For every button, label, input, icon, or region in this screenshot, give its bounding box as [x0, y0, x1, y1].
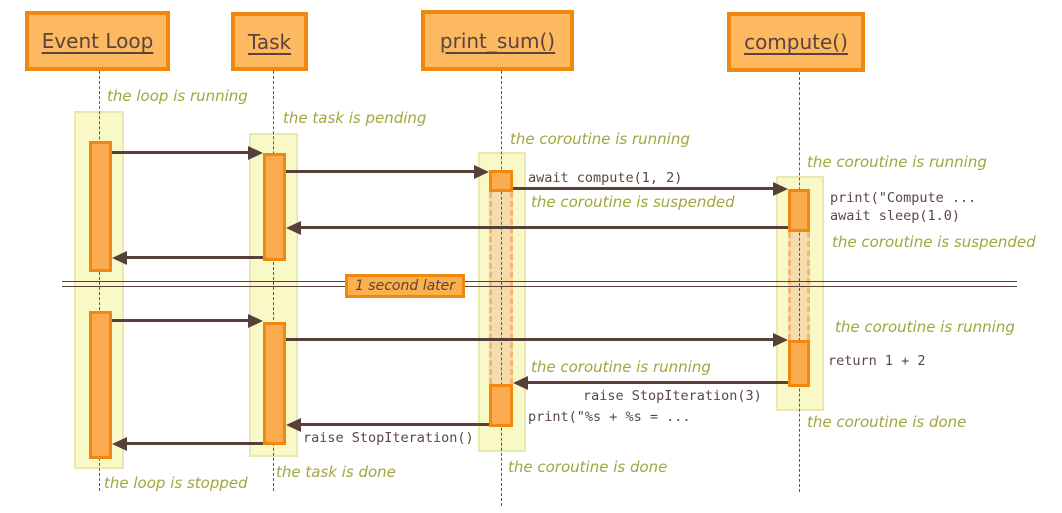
divider-lines — [62, 281, 1017, 287]
arrow-print-sum-to-task-raise — [286, 418, 489, 432]
message-return-sum: return 1 + 2 — [828, 353, 926, 369]
annotation-print-sum-running-1: the coroutine is running — [510, 130, 690, 148]
participant-task-label: Task — [247, 29, 292, 54]
participant-task: Task — [231, 12, 308, 71]
arrowhead-right-icon — [248, 314, 263, 328]
arrow-task-to-print-sum — [286, 165, 489, 179]
participant-print-sum-label: print_sum() — [439, 28, 556, 53]
activation-event-loop-2 — [89, 311, 112, 459]
annotation-loop-stopped: the loop is stopped — [104, 474, 248, 492]
arrowhead-right-icon — [773, 333, 788, 347]
activation-compute-1 — [788, 189, 810, 232]
arrowhead-left-icon — [286, 418, 301, 432]
activation-event-loop-1 — [89, 141, 112, 272]
arrow-loop-to-task-1 — [112, 146, 263, 160]
lifeline-print-sum — [501, 71, 502, 506]
annotation-loop-running: the loop is running — [107, 87, 248, 105]
arrow-compute-to-task-return — [286, 221, 788, 235]
message-print-compute: print("Compute ... — [830, 190, 977, 206]
message-await-sleep: await sleep(1.0) — [830, 208, 961, 224]
arrowhead-right-icon — [474, 165, 489, 179]
arrowhead-right-icon — [773, 182, 788, 196]
arrow-task-to-loop-return-1 — [112, 251, 263, 265]
annotation-print-sum-suspended: the coroutine is suspended — [531, 193, 735, 211]
activation-task-2 — [263, 322, 286, 445]
activation-print-sum-2 — [489, 384, 513, 427]
arrowhead-left-icon — [513, 376, 528, 390]
activation-task-1 — [263, 153, 286, 261]
message-raise-stop-3: raise StopIteration(3) — [583, 388, 762, 404]
divider-label: 1 second later — [354, 278, 456, 294]
annotation-task-done: the task is done — [276, 463, 396, 481]
annotation-compute-running-1: the coroutine is running — [807, 153, 987, 171]
participant-compute-label: compute() — [744, 30, 848, 54]
activation-print-sum-1 — [489, 170, 513, 192]
participant-event-loop-label: Event Loop — [41, 29, 154, 53]
arrowhead-right-icon — [248, 146, 263, 160]
annotation-compute-suspended: the coroutine is suspended — [832, 233, 1036, 251]
message-raise-stop: raise StopIteration() — [303, 430, 474, 446]
arrow-loop-to-task-2 — [112, 314, 263, 328]
lifeline-compute — [799, 72, 800, 492]
annotation-compute-done: the coroutine is done — [807, 413, 967, 431]
arrowhead-left-icon — [112, 437, 127, 451]
arrow-task-to-loop-return-2 — [112, 437, 263, 451]
arrowhead-left-icon — [286, 221, 301, 235]
annotation-compute-running-2: the coroutine is running — [835, 318, 1015, 336]
participant-print-sum: print_sum() — [421, 10, 574, 71]
arrowhead-left-icon — [112, 251, 127, 265]
arrow-compute-to-print-sum-raise — [513, 376, 788, 390]
message-await-compute: await compute(1, 2) — [528, 170, 683, 186]
annotation-print-sum-running-2: the coroutine is running — [531, 358, 711, 376]
message-print-result: print("%s + %s = ... — [528, 409, 691, 425]
divider-label-box: 1 second later — [345, 274, 465, 298]
arrow-task-to-compute — [286, 333, 788, 347]
participant-compute: compute() — [727, 12, 865, 72]
activation-compute-2 — [788, 340, 810, 387]
arrow-print-sum-to-compute — [513, 182, 788, 196]
annotation-print-sum-done: the coroutine is done — [508, 458, 668, 476]
participant-event-loop: Event Loop — [25, 11, 170, 71]
annotation-task-pending: the task is pending — [283, 109, 427, 127]
